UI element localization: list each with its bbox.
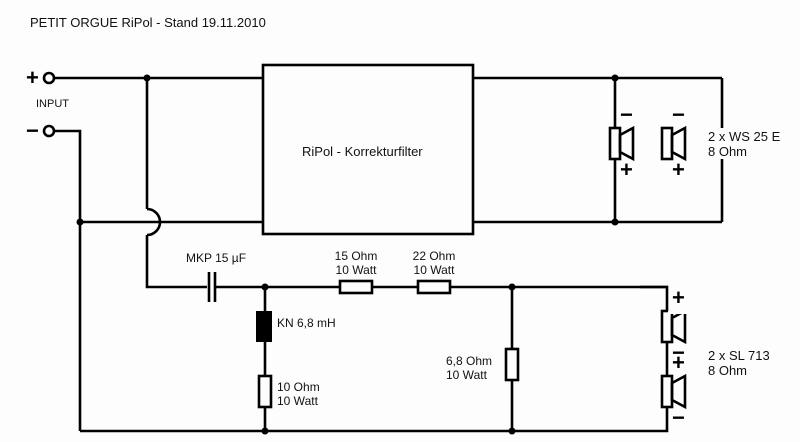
- filter-box: [261, 63, 475, 236]
- page-title: PETIT ORGUE RiPol - Stand 19.11.2010: [30, 15, 266, 30]
- polarity-minus: −: [672, 405, 685, 430]
- speaker-sl713-2: [660, 373, 687, 410]
- resistor-10-label-2: 10 Watt: [277, 394, 318, 408]
- wire-crossover-hop: [146, 207, 162, 237]
- terminal-minus: [42, 124, 56, 138]
- resistor-15-label-2: 10 Watt: [335, 263, 377, 277]
- capacitor-label: MKP 15 µF: [186, 251, 247, 265]
- polarity-plus: +: [672, 350, 685, 375]
- plus-sign: +: [26, 65, 39, 90]
- polarity-plus: +: [620, 157, 633, 182]
- wire-input-minus: [54, 129, 82, 431]
- resistor-15-ohm: [338, 279, 374, 295]
- bottom-speakers-label-1: 2 x SL 713: [708, 348, 770, 363]
- polarity-minus: −: [672, 102, 685, 127]
- wire-branch-low: [145, 235, 207, 289]
- input-label: INPUT: [36, 98, 69, 110]
- polarity-minus: −: [672, 340, 685, 365]
- wire-ground: [80, 407, 669, 433]
- polarity-plus: +: [672, 285, 685, 310]
- speaker-sl713-1: [660, 308, 687, 345]
- terminal-plus: [42, 71, 56, 85]
- resistor-22-ohm: [416, 279, 452, 295]
- top-speakers-label-1: 2 x WS 25 E: [708, 129, 781, 144]
- top-speakers-label-2: 8 Ohm: [708, 144, 748, 159]
- speaker-ws25e-2: [660, 125, 687, 162]
- filter-box-label: RiPol - Korrekturfilter: [302, 144, 423, 159]
- resistor-22-label-1: 22 Ohm: [412, 249, 456, 263]
- inductor-label: KN 6,8 mH: [277, 316, 336, 330]
- capacitor-mkp: [207, 272, 217, 302]
- resistor-6-8-label-2: 10 Watt: [446, 368, 487, 382]
- resistor-6-8-ohm: [504, 347, 520, 382]
- polarity-minus: −: [620, 102, 633, 127]
- bottom-speakers-label-2: 8 Ohm: [708, 363, 748, 378]
- resistor-10-label-1: 10 Ohm: [277, 380, 320, 394]
- resistor-22-label-2: 10 Watt: [413, 263, 455, 277]
- resistor-6-8-label-1: 6,8 Ohm: [446, 354, 493, 368]
- minus-sign: −: [26, 118, 39, 143]
- speaker-ws25e-1: [608, 125, 635, 162]
- polarity-plus: +: [672, 157, 685, 182]
- resistor-10-ohm: [257, 374, 273, 409]
- resistor-15-label-1: 15 Ohm: [334, 249, 378, 263]
- inductor-kn: [256, 311, 272, 342]
